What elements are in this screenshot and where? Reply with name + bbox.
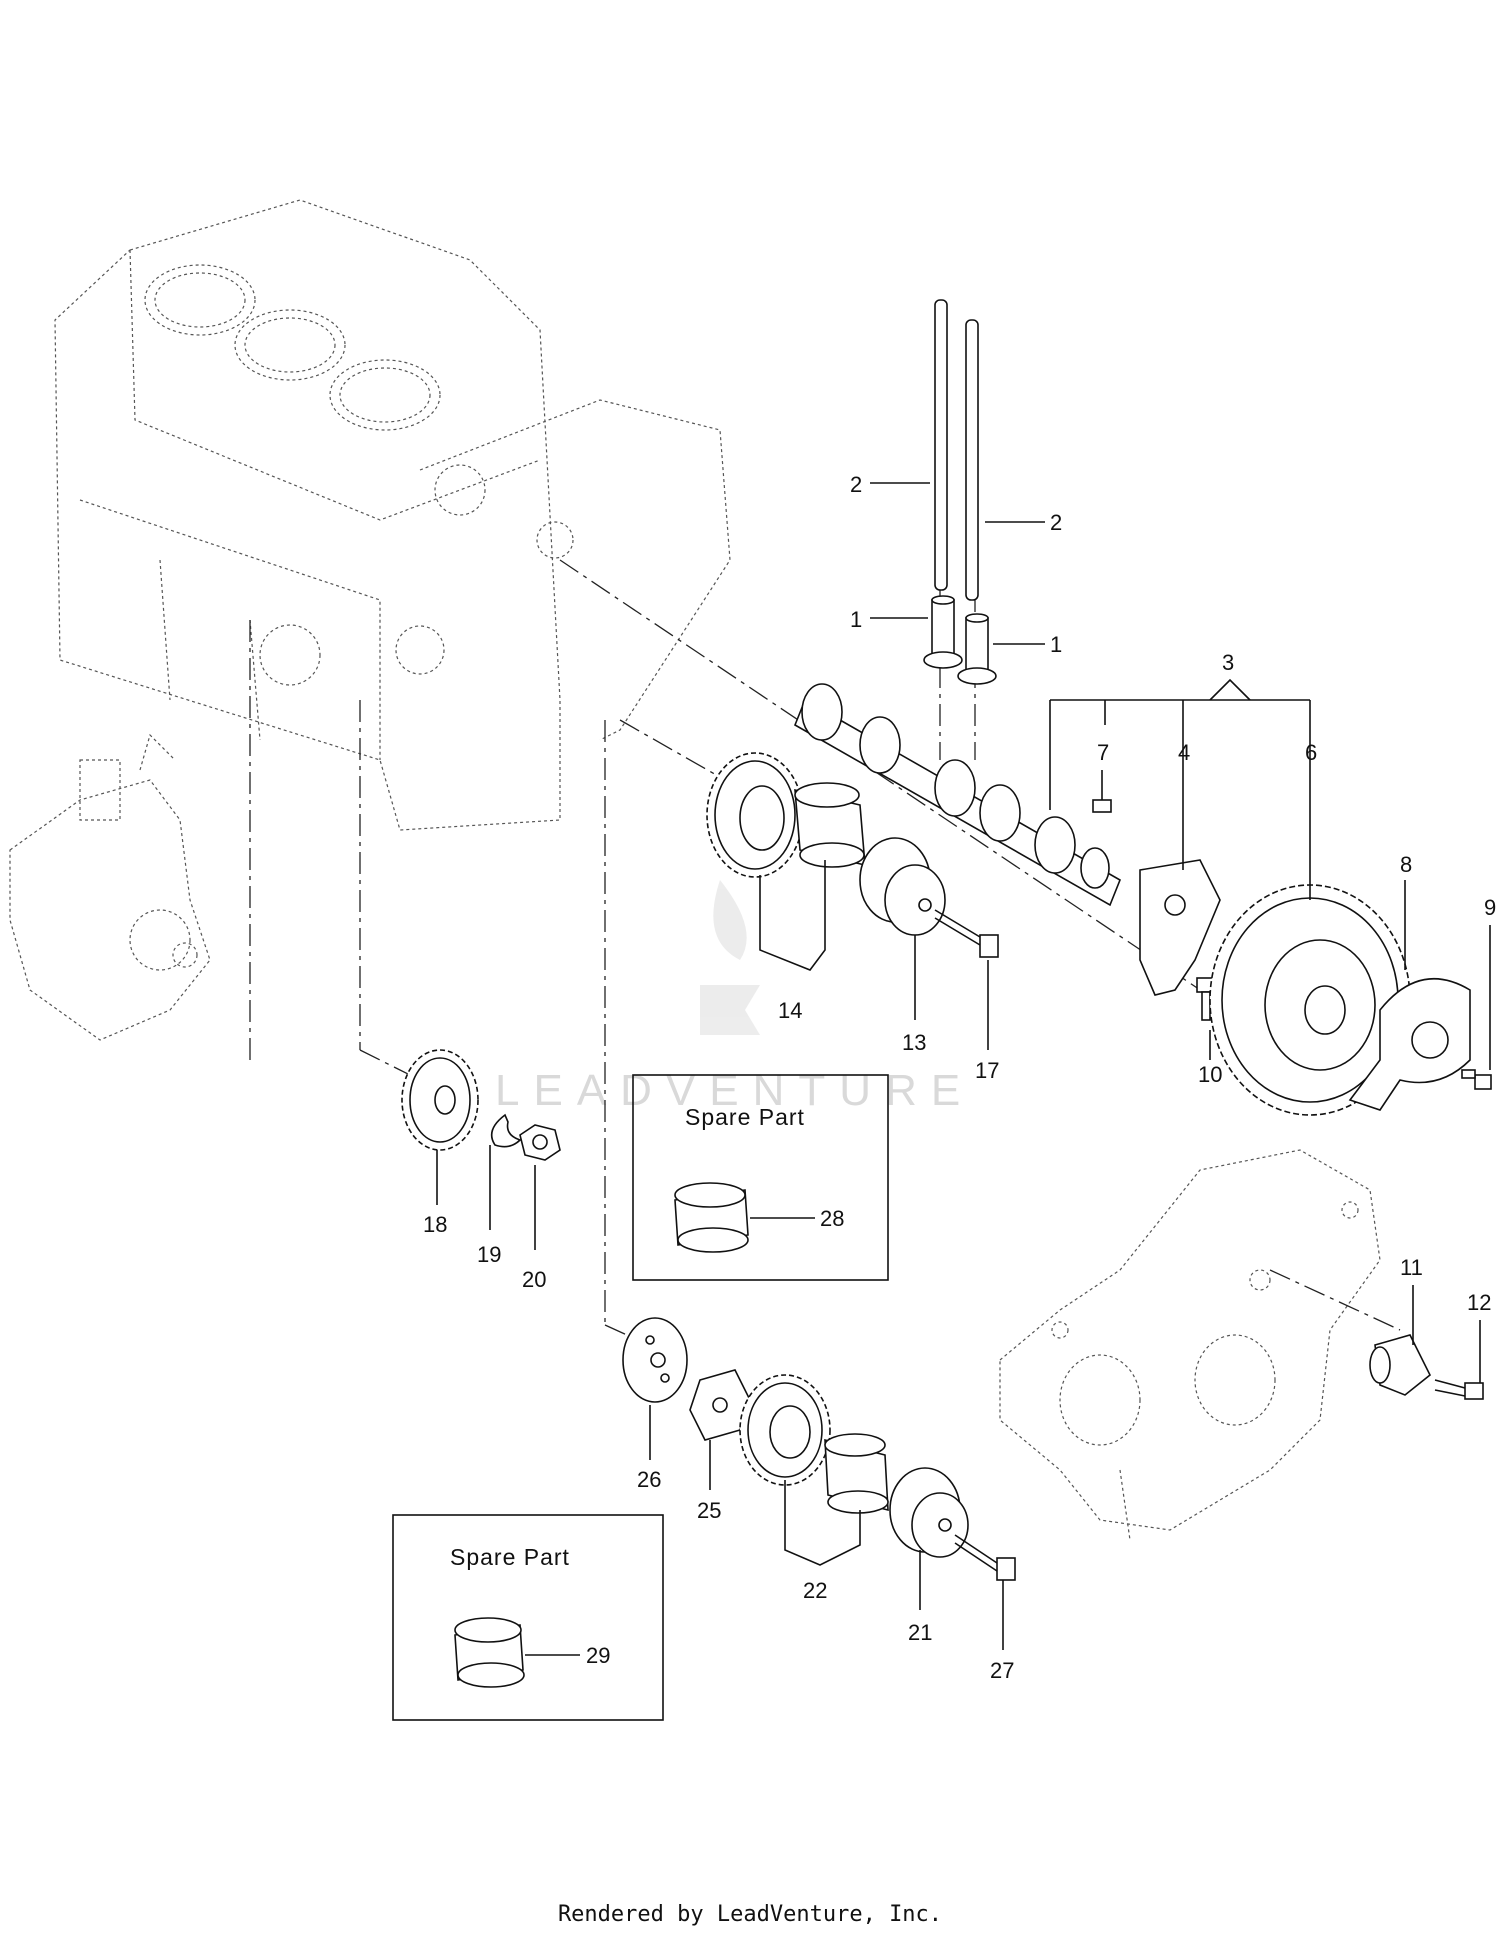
push-rod-left — [934, 299, 948, 591]
callout-18: 18 — [423, 1212, 447, 1237]
camshaft — [793, 683, 1122, 907]
push-rod-right — [965, 319, 979, 601]
callout-19: 19 — [477, 1242, 501, 1267]
cam-gear — [1209, 884, 1411, 1116]
callout-25: 25 — [697, 1498, 721, 1523]
spare-box-28-title: Spare Part — [685, 1104, 805, 1130]
shim-plate-26 — [622, 1317, 688, 1403]
callout-7: 7 — [1097, 740, 1109, 765]
spare-bushing-29 — [454, 1617, 525, 1688]
callout-22: 22 — [803, 1578, 827, 1603]
tappet-right — [957, 613, 997, 685]
callout-2-left: 2 — [850, 472, 862, 497]
idler-bushing — [794, 782, 866, 868]
callout-29: 29 — [586, 1643, 610, 1668]
callout-10: 10 — [1198, 1062, 1222, 1087]
engine-block — [54, 199, 731, 831]
sensor-plate — [1348, 977, 1471, 1111]
leader-lines — [436, 482, 1491, 1650]
callout-8: 8 — [1400, 852, 1412, 877]
watermark-text: LEADVENTURE — [495, 1066, 974, 1115]
idler-gear — [706, 752, 804, 878]
callout-9: 9 — [1484, 895, 1496, 920]
callout-2-right: 2 — [1050, 510, 1062, 535]
lock-washer — [490, 1113, 522, 1148]
callout-labels: 2 2 1 1 3 4 6 7 8 9 10 11 12 13 14 17 18… — [423, 472, 1496, 1683]
callout-13: 13 — [902, 1030, 926, 1055]
pump-drive-gear — [401, 1049, 479, 1151]
callout-6: 6 — [1305, 740, 1317, 765]
spare-box-29-title: Spare Part — [450, 1544, 570, 1570]
thrust-plate — [1139, 859, 1221, 996]
nut — [519, 1124, 561, 1161]
callout-27: 27 — [990, 1658, 1014, 1683]
callout-4: 4 — [1178, 740, 1190, 765]
lower-idler-gear — [739, 1374, 831, 1486]
callout-12: 12 — [1467, 1290, 1491, 1315]
callout-28: 28 — [820, 1206, 844, 1231]
bolt-12 — [1434, 1379, 1484, 1400]
woodruff-key — [1092, 799, 1112, 813]
callout-21: 21 — [908, 1620, 932, 1645]
spare-bushing-28 — [674, 1182, 749, 1253]
idler-shaft — [859, 837, 946, 936]
gear-case-cover — [999, 1149, 1381, 1541]
spare-part-box-28: Spare Part 28 — [632, 1074, 889, 1281]
cam-sensor — [1369, 1334, 1432, 1396]
fuel-pump — [9, 733, 211, 1041]
footer-credit: Rendered by LeadVenture, Inc. — [557, 1902, 943, 1927]
bolt-9 — [1461, 1069, 1492, 1090]
callout-20: 20 — [522, 1267, 546, 1292]
callout-26: 26 — [637, 1467, 661, 1492]
callout-11: 11 — [1400, 1255, 1423, 1280]
lower-idler-bushing — [824, 1433, 889, 1514]
bolt-27 — [954, 1534, 1016, 1581]
callout-17: 17 — [975, 1058, 999, 1083]
watermark-logo — [700, 880, 760, 1035]
tappet-left — [923, 595, 963, 669]
spare-part-box-29: Spare Part 29 — [392, 1514, 664, 1721]
callout-3: 3 — [1222, 650, 1234, 675]
bolt-17 — [934, 909, 999, 958]
callout-1-right: 1 — [1050, 632, 1062, 657]
callout-14: 14 — [778, 998, 802, 1023]
callout-1-left: 1 — [850, 607, 862, 632]
lower-idler-shaft — [889, 1467, 969, 1558]
